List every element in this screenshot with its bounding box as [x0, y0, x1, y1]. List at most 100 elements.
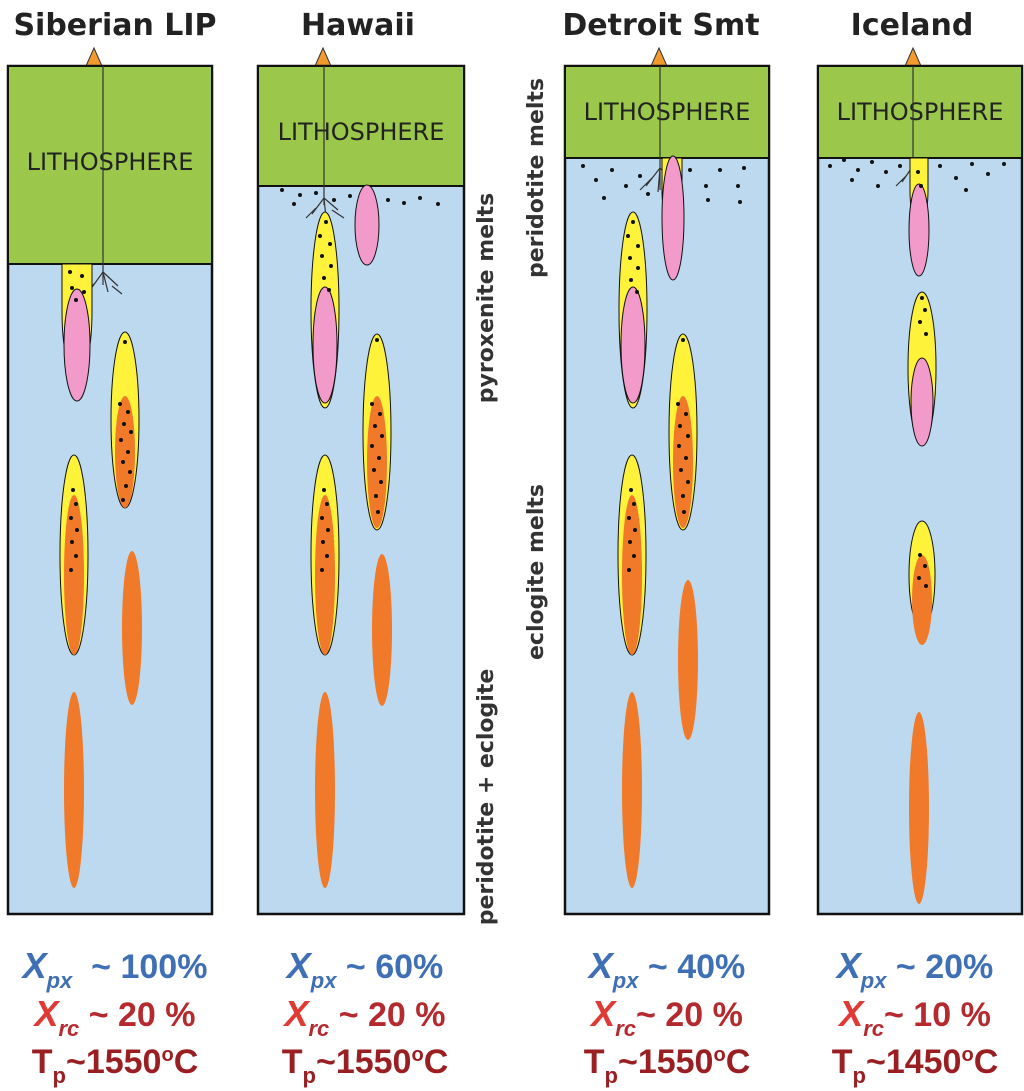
lithosphere-layer [564, 65, 770, 159]
xpx-symbol: X [22, 945, 47, 986]
xpx-row: Xpx ~ 100% [0, 942, 230, 993]
eclogite-blob [64, 692, 84, 888]
tp-degree: o [961, 1044, 974, 1066]
tp-symbol: T [31, 1043, 53, 1081]
stats-detroit-smt: Xpx ~ 40% Xrc~ 20 % Tp~1550oC [552, 942, 782, 1088]
xpx-row: Xpx ~ 20% [800, 942, 1024, 993]
xpx-value: ~ 100% [91, 948, 208, 986]
xpx-symbol: X [836, 945, 861, 986]
label-pyroxenite-melts: pyroxenite melts [474, 193, 499, 403]
xrc-subscript: rc [58, 1016, 80, 1041]
stats-iceland: Xpx ~ 20% Xrc~ 10 % Tp~1450oC [800, 942, 1024, 1088]
melt-droplets [280, 188, 440, 572]
tp-symbol: T [583, 1043, 605, 1081]
column-title: Siberian LIP [13, 8, 216, 43]
stats-hawaii: Xpx ~ 60% Xrc ~ 20 % Tp~1550oC [250, 942, 480, 1088]
tp-symbol: T [831, 1043, 853, 1081]
tp-row: Tp~1550oC [552, 1038, 782, 1088]
lithosphere-layer [7, 65, 213, 265]
lithosphere-label: LITHOSPHERE [27, 148, 194, 176]
xpx-value: ~ 20% [895, 948, 994, 986]
tp-symbol: T [281, 1043, 303, 1081]
tp-value: ~1450 [865, 1043, 962, 1081]
tp-subscript: p [852, 1063, 866, 1088]
lithosphere-label: LITHOSPHERE [837, 98, 1004, 126]
peridotite-melt [661, 155, 685, 281]
xrc-value: ~ 20 % [338, 996, 446, 1034]
eclogite-blob [315, 495, 335, 655]
xpx-subscript: px [860, 968, 887, 993]
peridotite-melt [620, 286, 646, 404]
lithosphere-layer [257, 65, 465, 187]
eclogite-blob [909, 712, 929, 904]
xrc-row: Xrc ~ 20 % [250, 990, 480, 1041]
xpx-row: Xpx ~ 60% [250, 942, 480, 993]
eclogite-blob [315, 692, 335, 888]
lithosphere-layer [817, 65, 1023, 159]
eclogite-blob [372, 554, 392, 706]
volcano-icon [85, 46, 103, 67]
column-title: Iceland [851, 8, 974, 43]
xrc-subscript: rc [615, 1016, 636, 1041]
column-iceland: Iceland LITHOSPHERE [816, 8, 1024, 916]
eclogite-blob [912, 555, 932, 645]
eclogite-blob [115, 396, 135, 508]
xrc-symbol: X [34, 993, 59, 1034]
xpx-subscript: px [310, 968, 337, 993]
eclogite-blob [678, 580, 698, 740]
mantle-plume-diagram: Siberian LIP LITHOSPHERE Hawaii LITHOSPH… [6, 8, 1024, 926]
tp-unit: C [725, 1043, 751, 1081]
stats-siberian-lip: Xpx ~ 100% Xrc ~ 20 % Tp~1550oC [0, 942, 230, 1088]
eclogite-blob [367, 396, 387, 528]
xrc-row: Xrc~ 10 % [800, 990, 1024, 1041]
column-title: Hawaii [301, 8, 415, 43]
tp-unit: C [423, 1043, 449, 1081]
tp-unit: C [173, 1043, 199, 1081]
xrc-value: ~ 20 % [88, 996, 196, 1034]
xrc-row: Xrc ~ 20 % [0, 990, 230, 1041]
eclogite-blob [122, 551, 142, 705]
tp-row: Tp~1550oC [250, 1038, 480, 1088]
eclogite-blob [673, 396, 693, 528]
xpx-value: ~ 60% [345, 948, 444, 986]
dike-roots [305, 197, 345, 219]
peridotite-melt [63, 288, 91, 402]
tp-row: Tp~1550oC [0, 1038, 230, 1088]
column-detroit-smt: Detroit Smt LITHOSPHERE [562, 8, 771, 916]
xrc-row: Xrc~ 20 % [552, 990, 782, 1041]
tp-subscript: p [302, 1063, 316, 1088]
volcano-icon [650, 46, 668, 67]
melt-droplets [828, 158, 1006, 588]
column-hawaii: Hawaii LITHOSPHERE [256, 8, 466, 916]
xpx-subscript: px [46, 968, 73, 993]
tp-subscript: p [604, 1063, 618, 1088]
xrc-symbol: X [839, 993, 864, 1034]
xrc-symbol: X [591, 993, 616, 1034]
eclogite-blob [622, 495, 642, 655]
label-peridotite-eclogite: peridotite + eclogite [474, 669, 499, 926]
xpx-value: ~ 40% [647, 948, 746, 986]
eclogite-blob [622, 692, 642, 888]
tp-degree: o [161, 1044, 174, 1066]
volcano-icon [904, 46, 922, 67]
melt-droplets [68, 270, 133, 572]
xrc-value: ~ 20 % [636, 996, 743, 1034]
xrc-subscript: rc [308, 1016, 330, 1041]
tp-value: ~1550 [617, 1043, 714, 1081]
xrc-symbol: X [284, 993, 309, 1034]
xpx-subscript: px [612, 968, 639, 993]
peridotite-melt [312, 286, 338, 404]
column-title: Detroit Smt [562, 8, 759, 43]
peridotite-melt [910, 357, 934, 447]
tp-degree: o [411, 1044, 424, 1066]
xrc-subscript: rc [863, 1016, 884, 1041]
tp-degree: o [713, 1044, 726, 1066]
xpx-symbol: X [588, 945, 613, 986]
label-peridotite-melts: peridotite melts [524, 78, 549, 278]
volcano-icon [314, 46, 332, 67]
tp-subscript: p [52, 1063, 66, 1088]
tp-value: ~1550 [65, 1043, 162, 1081]
tp-unit: C [973, 1043, 999, 1081]
xpx-symbol: X [286, 945, 311, 986]
peridotite-melt [354, 184, 380, 266]
